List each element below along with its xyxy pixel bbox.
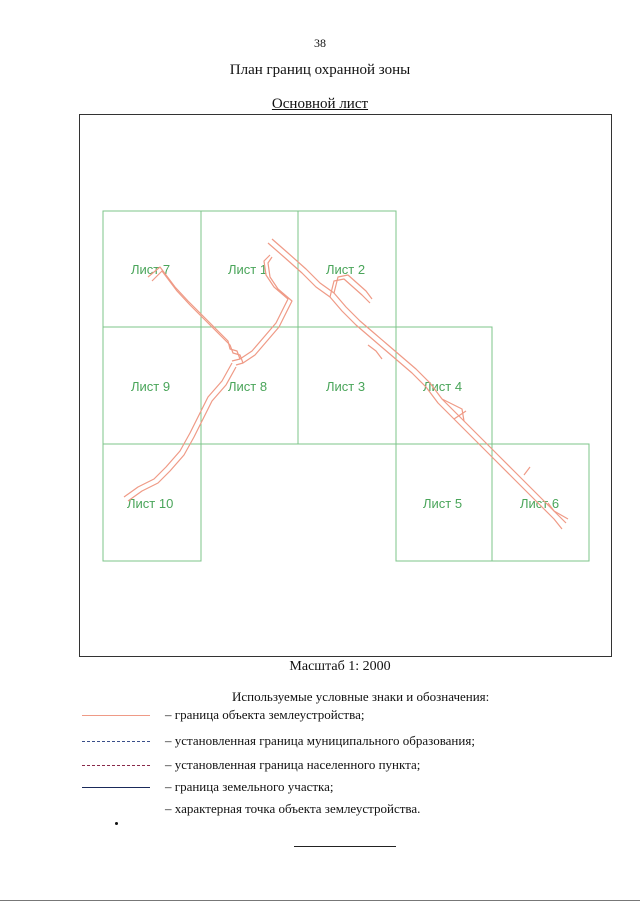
legend-item-land-plot-boundary: – граница земельного участка;	[0, 779, 640, 807]
legend-item-municipal-boundary: – установленная граница муниципального о…	[0, 733, 640, 761]
legend-solid-line-icon	[82, 787, 150, 788]
protection-zone-boundary	[123, 238, 569, 530]
sheet-grid	[102, 210, 590, 562]
legend-item-landuse-boundary: – граница объекта землеустройства;	[0, 707, 640, 735]
page-title: План границ охранной зоны	[229, 62, 411, 78]
page-number: 38	[314, 36, 326, 50]
legend-text: – характерная точка объекта землеустройс…	[165, 801, 421, 816]
legend-text: – установленная граница населенного пунк…	[165, 757, 421, 772]
sheet-10-cell[interactable]	[102, 443, 202, 562]
map-canvas: Лист 7 Лист 1 Лист 2 Лист 9 Лист 8 Лист …	[102, 210, 590, 562]
legend-text: – граница земельного участка;	[165, 779, 334, 794]
sheet-title: Основной лист	[271, 96, 369, 112]
sheet-label-2: Лист 2	[326, 262, 365, 277]
legend-item-settlement-boundary: – установленная граница населенного пунк…	[0, 757, 640, 785]
sheet-label-10: Лист 10	[127, 496, 173, 511]
map-frame: Лист 7 Лист 1 Лист 2 Лист 9 Лист 8 Лист …	[79, 114, 612, 657]
sheet-label-5: Лист 5	[423, 496, 462, 511]
signature-line	[294, 846, 396, 847]
sheet-label-1: Лист 1	[228, 262, 267, 277]
sheet-6-cell[interactable]	[491, 443, 590, 562]
legend-dash-dot-line-icon	[82, 741, 150, 742]
scan-edge-line	[0, 900, 640, 901]
sheet-label-9: Лист 9	[131, 379, 170, 394]
legend-title: Используемые условные знаки и обозначени…	[232, 689, 490, 704]
legend-point-icon	[115, 822, 118, 825]
legend-text: – граница объекта землеустройства;	[165, 707, 365, 722]
legend-dash-dot-line-icon	[82, 765, 150, 766]
sheet-label-3: Лист 3	[326, 379, 365, 394]
legend-text: – установленная граница муниципального о…	[165, 733, 475, 748]
sheet-label-8: Лист 8	[228, 379, 267, 394]
scale-label: Масштаб 1: 2000	[289, 659, 391, 674]
sheet-label-6: Лист 6	[520, 496, 559, 511]
legend-item-characteristic-point: – характерная точка объекта землеустройс…	[0, 801, 640, 829]
legend-solid-line-icon	[82, 715, 150, 716]
sheet-label-4: Лист 4	[423, 379, 462, 394]
